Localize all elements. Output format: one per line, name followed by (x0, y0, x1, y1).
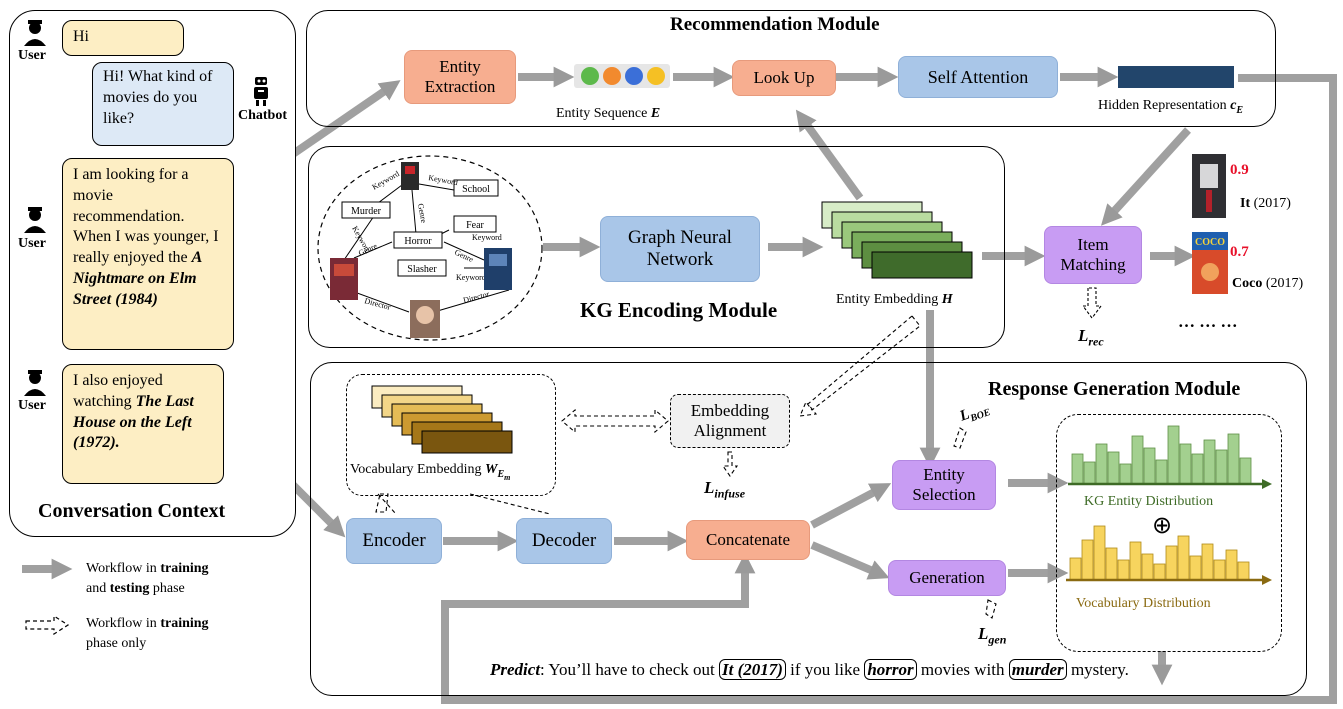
entity-embedding-label: Entity Embedding H (836, 292, 953, 307)
movie-title: A Nightmare on Elm Street (1984) (73, 249, 202, 308)
movie-score-it: 0.9 (1230, 162, 1249, 178)
message-bubble-user-2: I am looking for a movie recommendation.… (62, 158, 234, 350)
look-up-box: Look Up (732, 60, 836, 96)
item-matching-box: Item Matching (1044, 226, 1142, 284)
kg-node-horror: Horror (404, 236, 432, 247)
l-rec-dashed-arrow (1082, 287, 1102, 319)
l-gen-label: Lgen (978, 624, 1007, 647)
svg-text:Keyword: Keyword (472, 233, 502, 242)
l-rec-label: Lrec (1078, 326, 1104, 349)
message-bubble-user-3: I also enjoyed watching The Last House o… (62, 364, 224, 484)
movie-label-coco: Coco (2017) (1232, 276, 1304, 291)
kg-node-murder: Murder (351, 206, 382, 217)
user-icon (24, 207, 46, 233)
kg-entity-distribution-chart (1068, 425, 1272, 489)
kg-node-school: School (462, 184, 490, 195)
vocabulary-distribution-label: Vocabulary Distribution (1076, 596, 1211, 611)
vocab-embedding-group (346, 374, 556, 496)
entity-sequence-label: Entity Sequence E (556, 106, 661, 121)
message-text: Hi (73, 28, 89, 45)
encoder-box: Encoder (346, 518, 442, 564)
message-text: I also enjoyed watching (73, 372, 163, 410)
predict-sentence: Predict: You’ll have to check out It (20… (490, 659, 1129, 680)
kg-node-slasher: Slasher (407, 264, 437, 275)
kg-encoding-title: KG Encoding Module (580, 298, 778, 322)
generation-box: Generation (888, 560, 1006, 596)
predict-entity-murder: murder (1011, 660, 1064, 679)
response-title: Response Generation Module (988, 378, 1241, 400)
user-label: User (18, 236, 46, 251)
svg-text:Genre: Genre (416, 203, 428, 224)
user-icon (24, 20, 46, 46)
recommendation-title: Recommendation Module (670, 14, 880, 35)
conversation-title: Conversation Context (38, 500, 226, 522)
robot-icon (254, 77, 268, 106)
response-panel (310, 362, 1307, 696)
oplus-symbol: ⊕ (1152, 513, 1173, 539)
distribution-group (1056, 414, 1282, 652)
recommendation-panel (306, 10, 1276, 127)
embedding-alignment-box: Embedding Alignment (670, 394, 790, 448)
vocab-embedding-stack (371, 385, 513, 454)
movie-label-it: It (2017) (1240, 196, 1291, 211)
movie-poster-coco: COCO (1192, 232, 1228, 294)
message-text: Hi! What kind of movies do you like? (103, 68, 213, 127)
self-attention-box: Self Attention (898, 56, 1058, 98)
legend-dashed-text: Workflow in training phase only (86, 616, 209, 651)
movie-score-coco: 0.7 (1230, 244, 1249, 260)
predict-entity-horror: horror (867, 660, 914, 679)
knowledge-graph: Murder School Horror Fear Slasher Keywor… (317, 155, 543, 341)
l-infuse-label: Linfuse (704, 478, 746, 501)
entity-extraction-box: Entity Extraction (404, 50, 516, 104)
user-label: User (18, 398, 46, 413)
hidden-representation-bar (1118, 66, 1234, 88)
kg-encoding-panel (308, 146, 1005, 348)
movie-title: The Last House on the Left (1972). (73, 392, 194, 452)
legend-solid-text: Workflow in training and testing phase (86, 561, 209, 596)
message-text: I am looking for a movie recommendation.… (73, 166, 219, 267)
concatenate-box: Concatenate (686, 520, 810, 560)
more-items: … … … (1178, 312, 1238, 331)
kg-node-fear: Fear (466, 220, 484, 231)
entity-embedding-stack (821, 201, 973, 279)
movie-poster-it (1192, 154, 1226, 218)
entity-selection-box: Entity Selection (892, 460, 996, 510)
message-bubble-chatbot: Hi! What kind of movies do you like? (92, 62, 234, 146)
svg-text:Keyword: Keyword (456, 273, 486, 282)
dashed-arrow-icon (25, 615, 70, 635)
user-label: User (18, 48, 46, 63)
loop-arrow (441, 74, 1337, 704)
predict-entity-it: It (2017) (722, 660, 783, 679)
user-icon (24, 370, 46, 396)
decoder-box: Decoder (516, 518, 612, 564)
chatbot-label: Chatbot (238, 108, 288, 123)
graph-neural-network-box: Graph Neural Network (600, 216, 760, 282)
kg-entity-distribution-label: KG Entity Distribution (1084, 494, 1214, 509)
vocab-embedding-label: Vocabulary Embedding WEm (350, 462, 511, 482)
vocabulary-distribution-chart (1066, 525, 1272, 585)
hidden-representation-label: Hidden Representation cE (1098, 98, 1244, 116)
svg-text:COCO: COCO (1195, 237, 1225, 248)
entity-sequence-dots (581, 67, 665, 85)
message-bubble-user-1: Hi (62, 20, 184, 56)
